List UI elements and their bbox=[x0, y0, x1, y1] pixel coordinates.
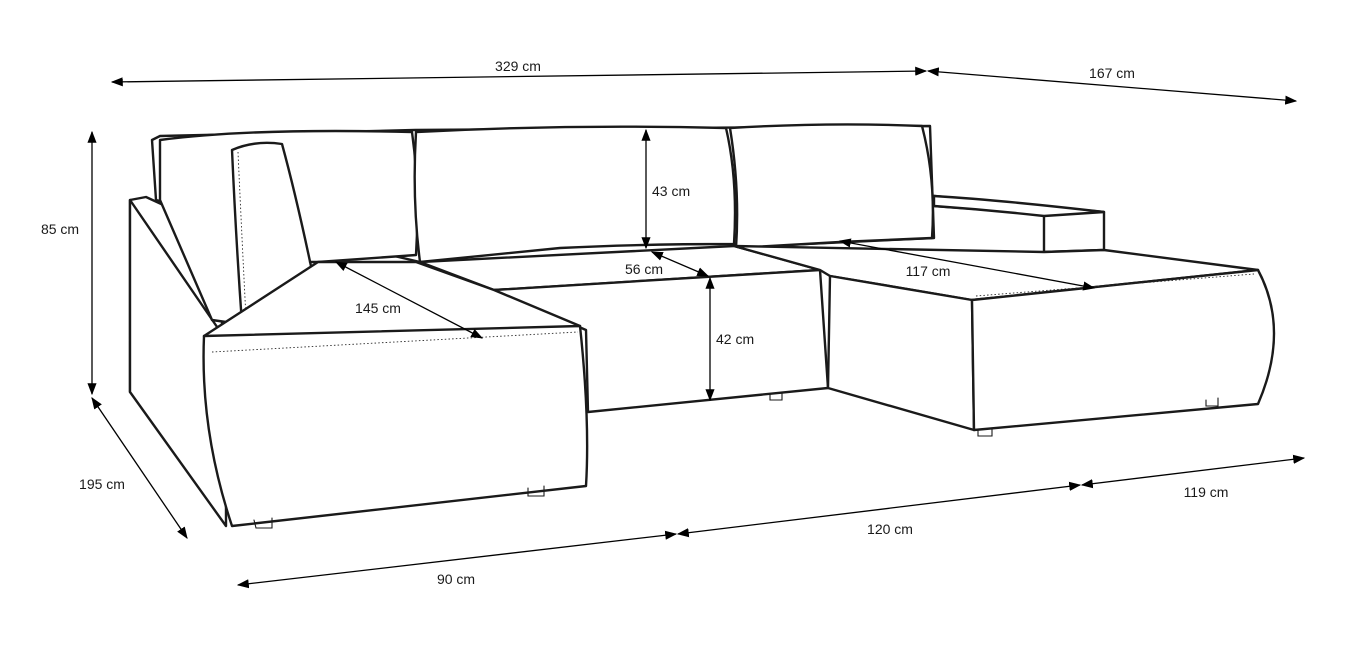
label-left-chaise: 145 cm bbox=[355, 300, 401, 316]
label-right-module: 119 cm bbox=[1184, 484, 1229, 500]
dim-line-left-chaise bbox=[334, 261, 484, 339]
left-chaise-front bbox=[202, 324, 589, 528]
left-armrest-front bbox=[128, 198, 228, 528]
right-chaise-front bbox=[826, 274, 976, 432]
dim-line-left-module bbox=[236, 530, 678, 589]
pillow-seam bbox=[237, 151, 247, 319]
dim-line-right-depth bbox=[926, 67, 1298, 105]
label-middle-module: 120 cm bbox=[867, 521, 913, 537]
right-armrest-top bbox=[932, 194, 1106, 218]
middle-seat-foot bbox=[769, 391, 783, 401]
label-total-width: 329 cm bbox=[495, 58, 541, 74]
dimension-labels: 329 cm 167 cm 85 cm 195 cm 43 cm 56 cm 4… bbox=[41, 58, 1229, 587]
label-seat-height: 42 cm bbox=[716, 331, 754, 347]
right-back-cushion bbox=[728, 123, 935, 250]
dim-line-middle-module bbox=[676, 481, 1082, 538]
left-chaise-foot-b bbox=[527, 485, 545, 497]
label-seat-depth: 56 cm bbox=[625, 261, 663, 277]
right-chaise-end bbox=[970, 268, 1276, 432]
dimension-lines bbox=[87, 66, 1306, 589]
dim-line-seat-depth bbox=[650, 251, 710, 277]
label-right-depth: 167 cm bbox=[1089, 65, 1135, 81]
left-chaise-foot-a bbox=[253, 517, 273, 529]
right-chaise-foot-b bbox=[1205, 397, 1219, 407]
dim-line-left-depth bbox=[91, 397, 188, 539]
sofa-outline bbox=[128, 123, 1276, 529]
dim-line-total-width bbox=[110, 66, 928, 87]
label-left-depth: 195 cm bbox=[79, 476, 125, 492]
dim-line-right-chaise bbox=[838, 238, 1096, 291]
label-backrest-height: 43 cm bbox=[652, 183, 690, 199]
dim-line-right-module bbox=[1080, 454, 1306, 489]
label-left-module: 90 cm bbox=[437, 571, 475, 587]
label-right-chaise: 117 cm bbox=[906, 263, 951, 279]
right-chaise-foot-a bbox=[977, 427, 993, 437]
middle-back-cushion bbox=[413, 125, 737, 264]
label-height: 85 cm bbox=[41, 221, 79, 237]
